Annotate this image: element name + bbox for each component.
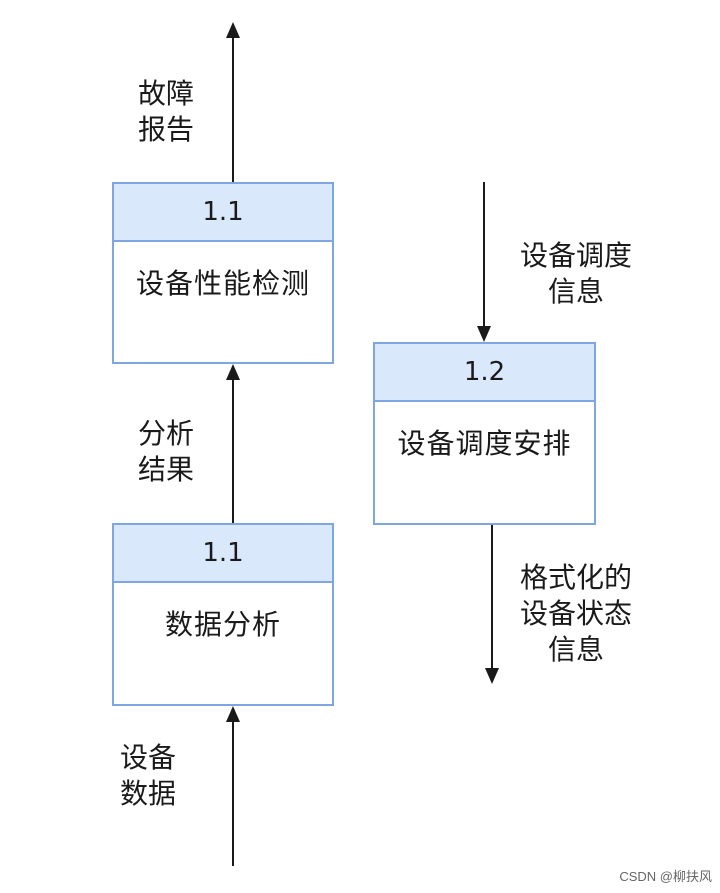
flow-label-line: 分析 <box>138 417 195 450</box>
process-data-analysis[interactable]: 1.1 数据分析 <box>112 523 334 706</box>
process-id: 1.1 <box>114 525 332 583</box>
process-id: 1.2 <box>375 344 594 402</box>
arrow-fault-report <box>226 22 240 182</box>
flow-label-line: 信息 <box>548 275 605 308</box>
process-performance-check[interactable]: 1.1 设备性能检测 <box>112 182 334 364</box>
flow-label-line: 格式化的 <box>520 561 633 594</box>
process-name: 设备性能检测 <box>135 267 310 300</box>
arrow-schedule-info <box>477 182 491 342</box>
flow-label-line: 信息 <box>548 633 605 666</box>
flow-label-formatted-status: 格式化的 设备状态 信息 <box>520 560 632 668</box>
flow-label-fault-report: 故障 报告 <box>138 76 194 148</box>
process-name: 数据分析 <box>164 608 281 641</box>
process-name: 设备调度安排 <box>397 427 572 460</box>
flow-label-device-data: 设备 数据 <box>120 740 176 812</box>
flow-label-line: 设备调度 <box>520 239 633 272</box>
flow-label-line: 设备 <box>120 741 177 774</box>
arrow-analysis-result <box>226 364 240 523</box>
flow-label-analysis-result: 分析 结果 <box>138 416 194 488</box>
flow-label-line: 结果 <box>138 453 195 486</box>
arrow-formatted-status <box>485 525 499 684</box>
process-schedule-arrangement[interactable]: 1.2 设备调度安排 <box>373 342 596 525</box>
arrow-device-data <box>226 706 240 866</box>
watermark: CSDN @柳扶风 <box>619 869 712 884</box>
process-id: 1.1 <box>114 184 332 242</box>
flow-label-line: 设备状态 <box>520 597 633 630</box>
flow-label-line: 故障 <box>138 77 195 110</box>
flow-label-schedule-info: 设备调度 信息 <box>520 238 632 310</box>
flow-label-line: 数据 <box>120 777 177 810</box>
flow-label-line: 报告 <box>138 113 195 146</box>
